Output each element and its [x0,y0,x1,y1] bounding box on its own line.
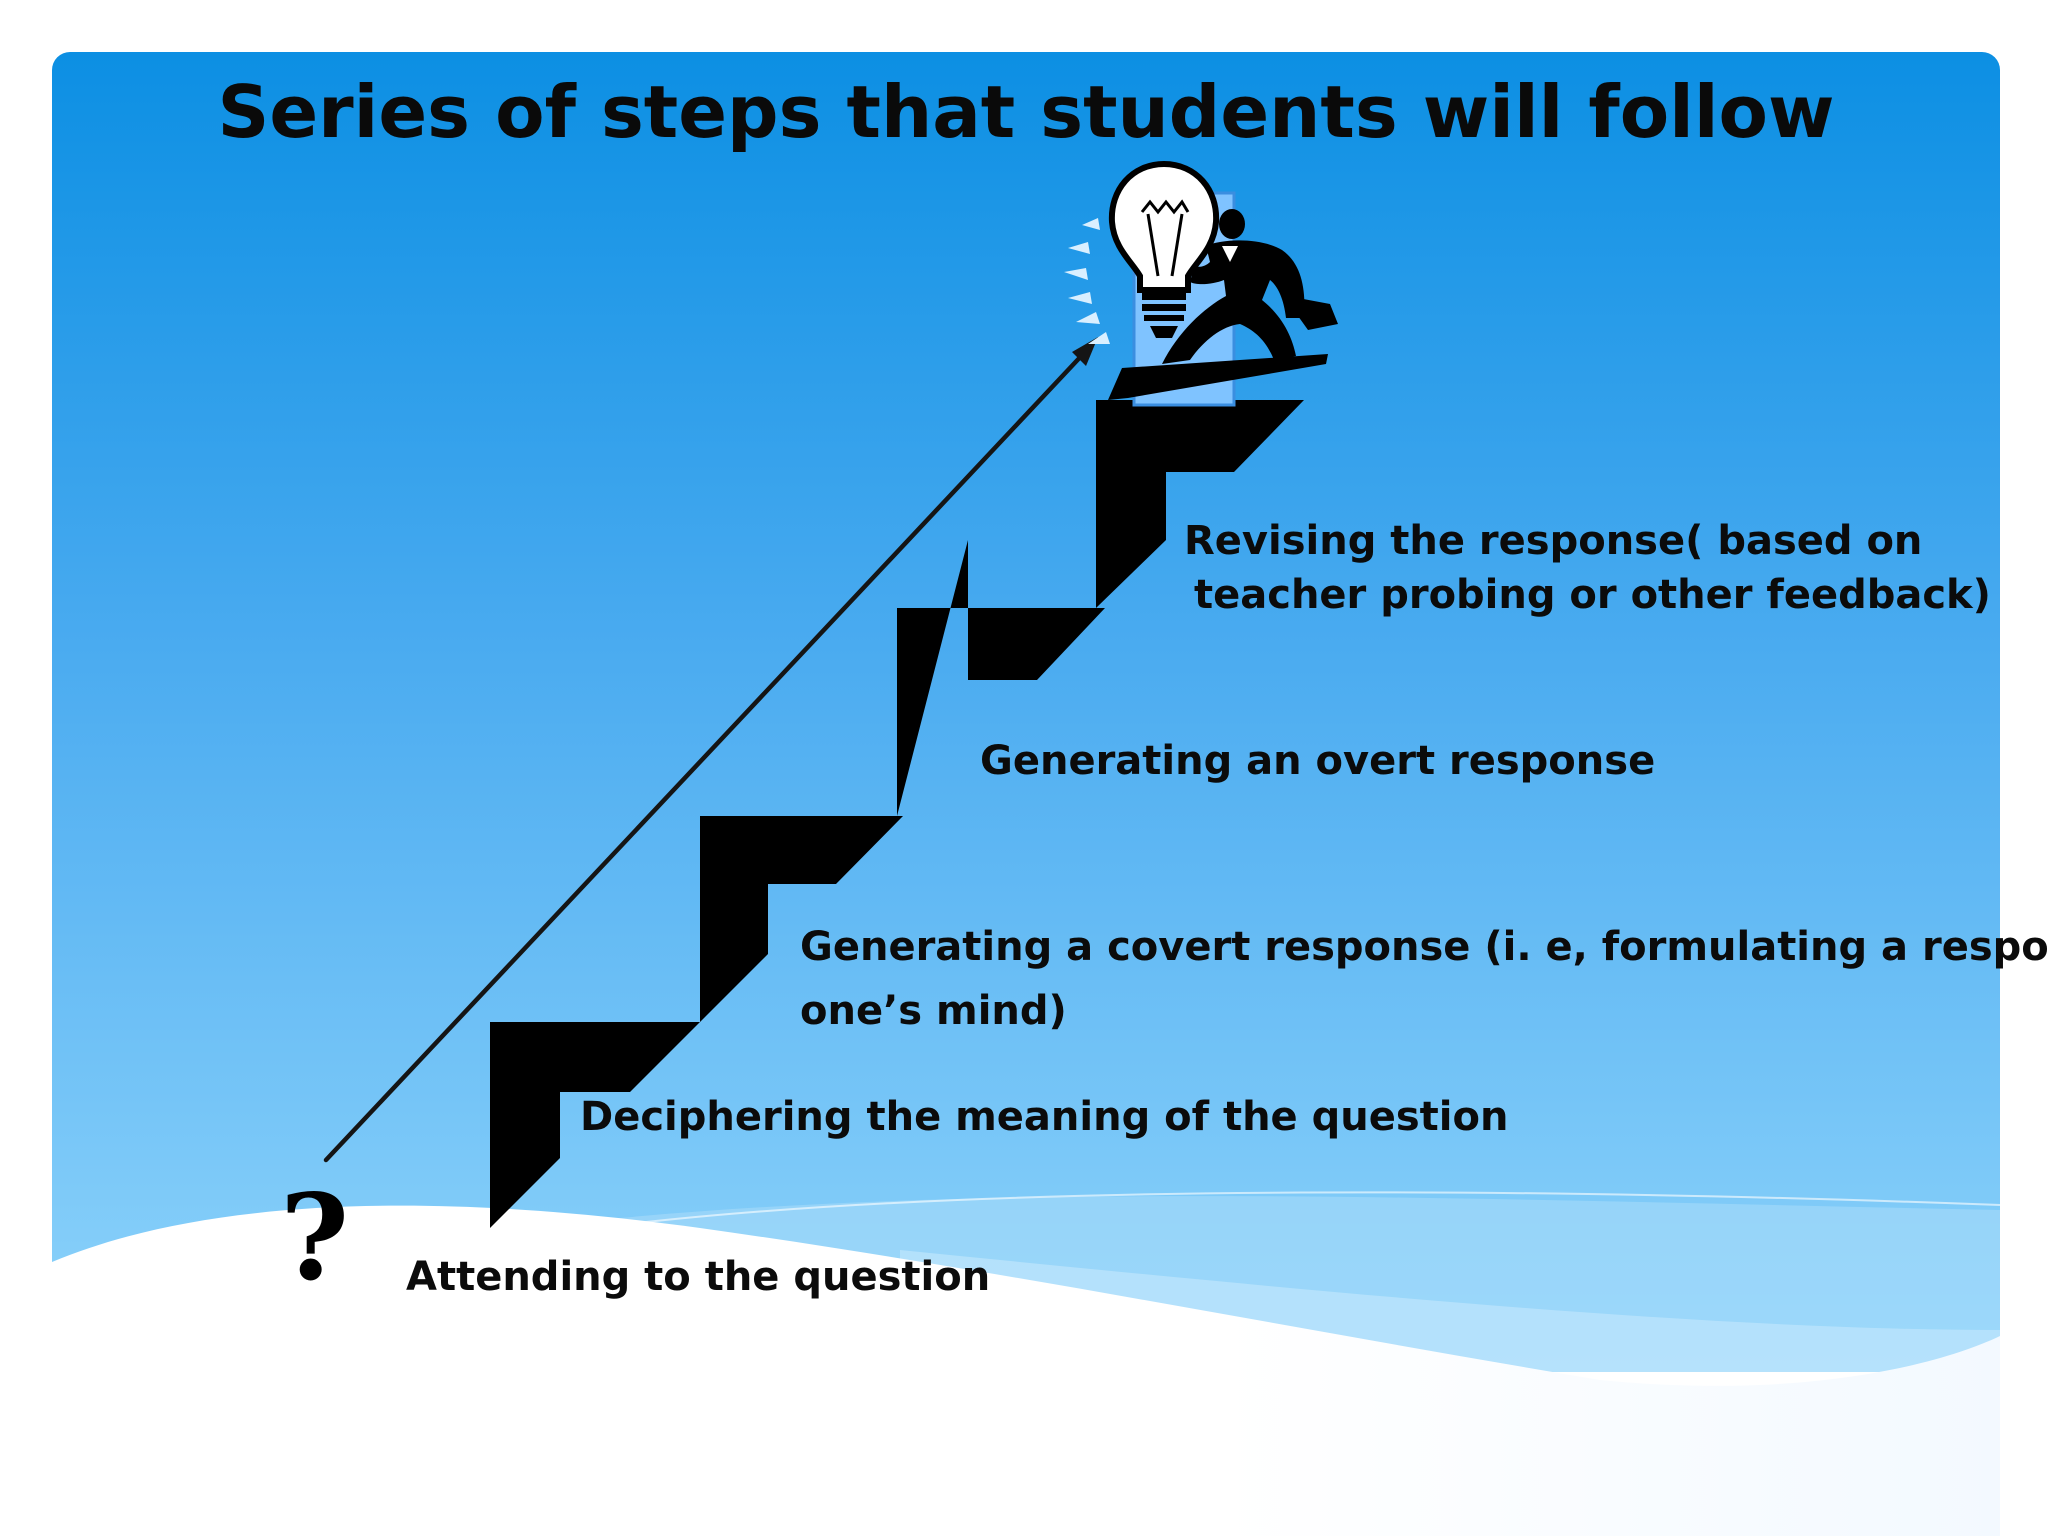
wave-white [52,1205,2000,1536]
question-mark-icon: ? [280,1168,350,1307]
step-label-line: teacher probing or other feedback) [1194,572,1991,618]
stair-step-2 [700,816,903,1022]
stair-step-3 [897,540,1105,816]
step-label-line: Generating an overt response [980,738,1656,784]
step-label-line: one’s mind) [800,988,1067,1034]
wave-line [619,1191,2001,1226]
stair-step-1 [490,1022,700,1228]
top-platform [1108,354,1328,400]
slide-title: Series of steps that students will follo… [217,70,1835,154]
step-label-deciphering: Deciphering the meaning of the question [580,1090,1508,1144]
arrow-up-right-icon [323,337,1098,1163]
businessman-icon [1162,209,1338,364]
step-label-line: Deciphering the meaning of the question [580,1094,1509,1140]
step-label-overt-response: Generating an overt response [980,734,1655,788]
step-label-line: Revising the response( based on [1184,518,1923,564]
light-rays [1064,218,1110,344]
step-label-line: Generating a covert response (i. e, form… [800,924,2048,970]
step-label-covert-response: Generating a covert response (i. e, form… [800,915,2048,1043]
staircase [490,400,1304,1228]
lightbulb-icon [1108,160,1220,338]
step-label-revising: Revising the response( based on teacher … [1184,514,1991,622]
step-label-attending: Attending to the question [406,1250,990,1304]
stair-step-4 [1096,400,1304,608]
step-label-line: Attending to the question [406,1254,991,1300]
